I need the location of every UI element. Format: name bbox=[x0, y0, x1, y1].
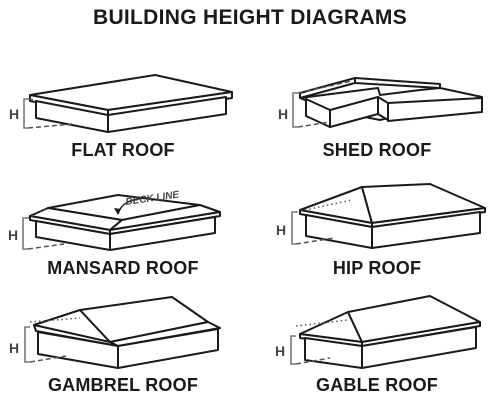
gable-roof-drawing: H bbox=[275, 295, 481, 369]
gable-roof-label: GABLE ROOF bbox=[316, 375, 438, 395]
height-marker-mansard: H bbox=[8, 227, 18, 243]
height-marker-flat: H bbox=[9, 106, 19, 122]
mansard-roof-label: MANSARD ROOF bbox=[47, 258, 199, 278]
shed-roof-label: SHED ROOF bbox=[322, 140, 432, 160]
mansard-roof-drawing: DECK LINE H bbox=[8, 190, 221, 251]
hip-roof-label: HIP ROOF bbox=[332, 258, 422, 278]
hip-roof-drawing: H bbox=[276, 183, 486, 249]
height-marker-gable: H bbox=[275, 343, 285, 359]
gambrel-roof-drawing: H bbox=[9, 296, 221, 369]
flat-roof-label: FLAT ROOF bbox=[71, 140, 175, 160]
height-marker-hip: H bbox=[276, 222, 286, 238]
shed-roof-drawing: H bbox=[278, 77, 483, 128]
height-marker-gambrel: H bbox=[9, 340, 19, 356]
page-title: BUILDING HEIGHT DIAGRAMS bbox=[92, 6, 408, 29]
flat-roof-drawing: H bbox=[9, 74, 233, 133]
height-marker-shed: H bbox=[278, 106, 288, 122]
gambrel-roof-label: GAMBREL ROOF bbox=[47, 375, 199, 395]
